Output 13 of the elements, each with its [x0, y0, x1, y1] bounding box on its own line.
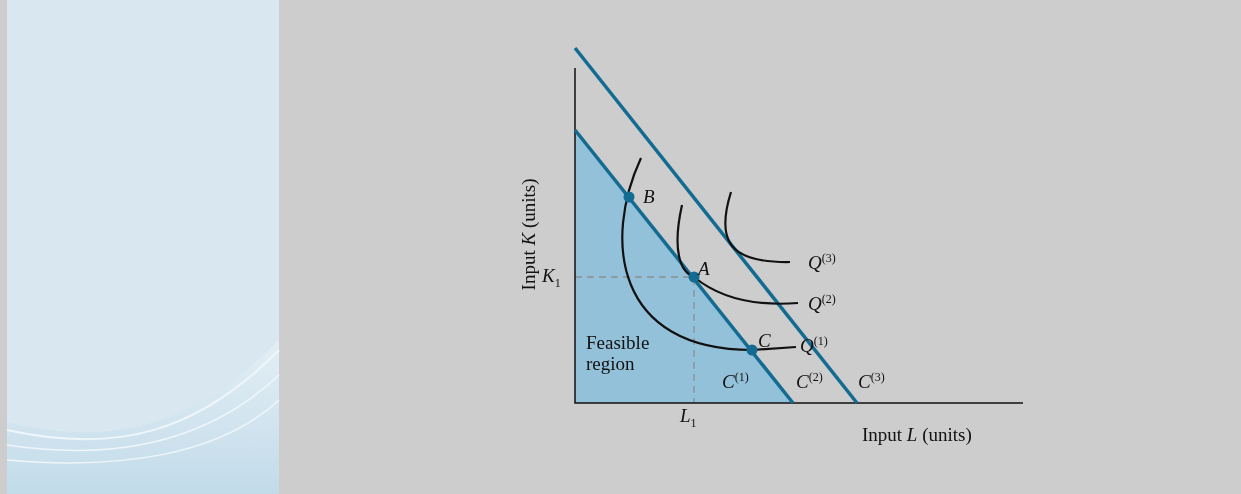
curve-label: Q$^{(2)}$: [808, 293, 836, 316]
line-label: C$^{(3)}$: [858, 371, 885, 394]
point-label: B: [643, 187, 655, 208]
point-label: C: [758, 331, 771, 352]
curve-label: Q$^{(3)}$: [808, 252, 836, 275]
axis-title: Input L (units): [862, 425, 972, 446]
line-label: C$^{(1)}$: [722, 371, 749, 394]
line-label: C$^{(2)}$: [796, 371, 823, 394]
axis-value-label: L$_{1}$: [680, 406, 697, 430]
axis-title: Input K (units): [518, 177, 540, 293]
axis-value-label: K$_{1}$: [542, 266, 561, 290]
region-label: Feasible region: [586, 333, 651, 375]
point-label: A: [698, 259, 710, 280]
